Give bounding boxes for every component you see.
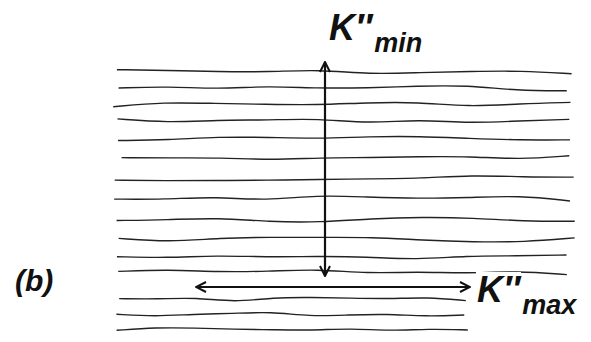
subscript-min: min — [373, 30, 423, 57]
fiber-line — [117, 255, 567, 259]
max-direction-arrow — [196, 286, 470, 288]
fiber-line — [117, 119, 569, 122]
fiber-line — [116, 313, 464, 316]
panel-label: (b) — [14, 266, 54, 296]
subscript-max: max — [521, 292, 577, 319]
fiber-lines — [113, 70, 575, 331]
fiber-line — [117, 328, 468, 330]
fiber-line — [118, 136, 570, 140]
min-direction-arrow — [324, 62, 326, 276]
fiber-line — [115, 176, 574, 181]
fiber-line — [114, 196, 570, 201]
fiber-line — [113, 102, 570, 106]
fiber-line — [119, 237, 575, 242]
stiffness-symbol: K″ — [476, 272, 521, 308]
fiber-line — [119, 86, 567, 91]
fiber-line — [122, 156, 570, 159]
stiffness-symbol: K″ — [328, 10, 373, 46]
fiber-line — [119, 298, 466, 301]
fiber-line — [117, 70, 572, 74]
fiber-line — [117, 217, 575, 221]
